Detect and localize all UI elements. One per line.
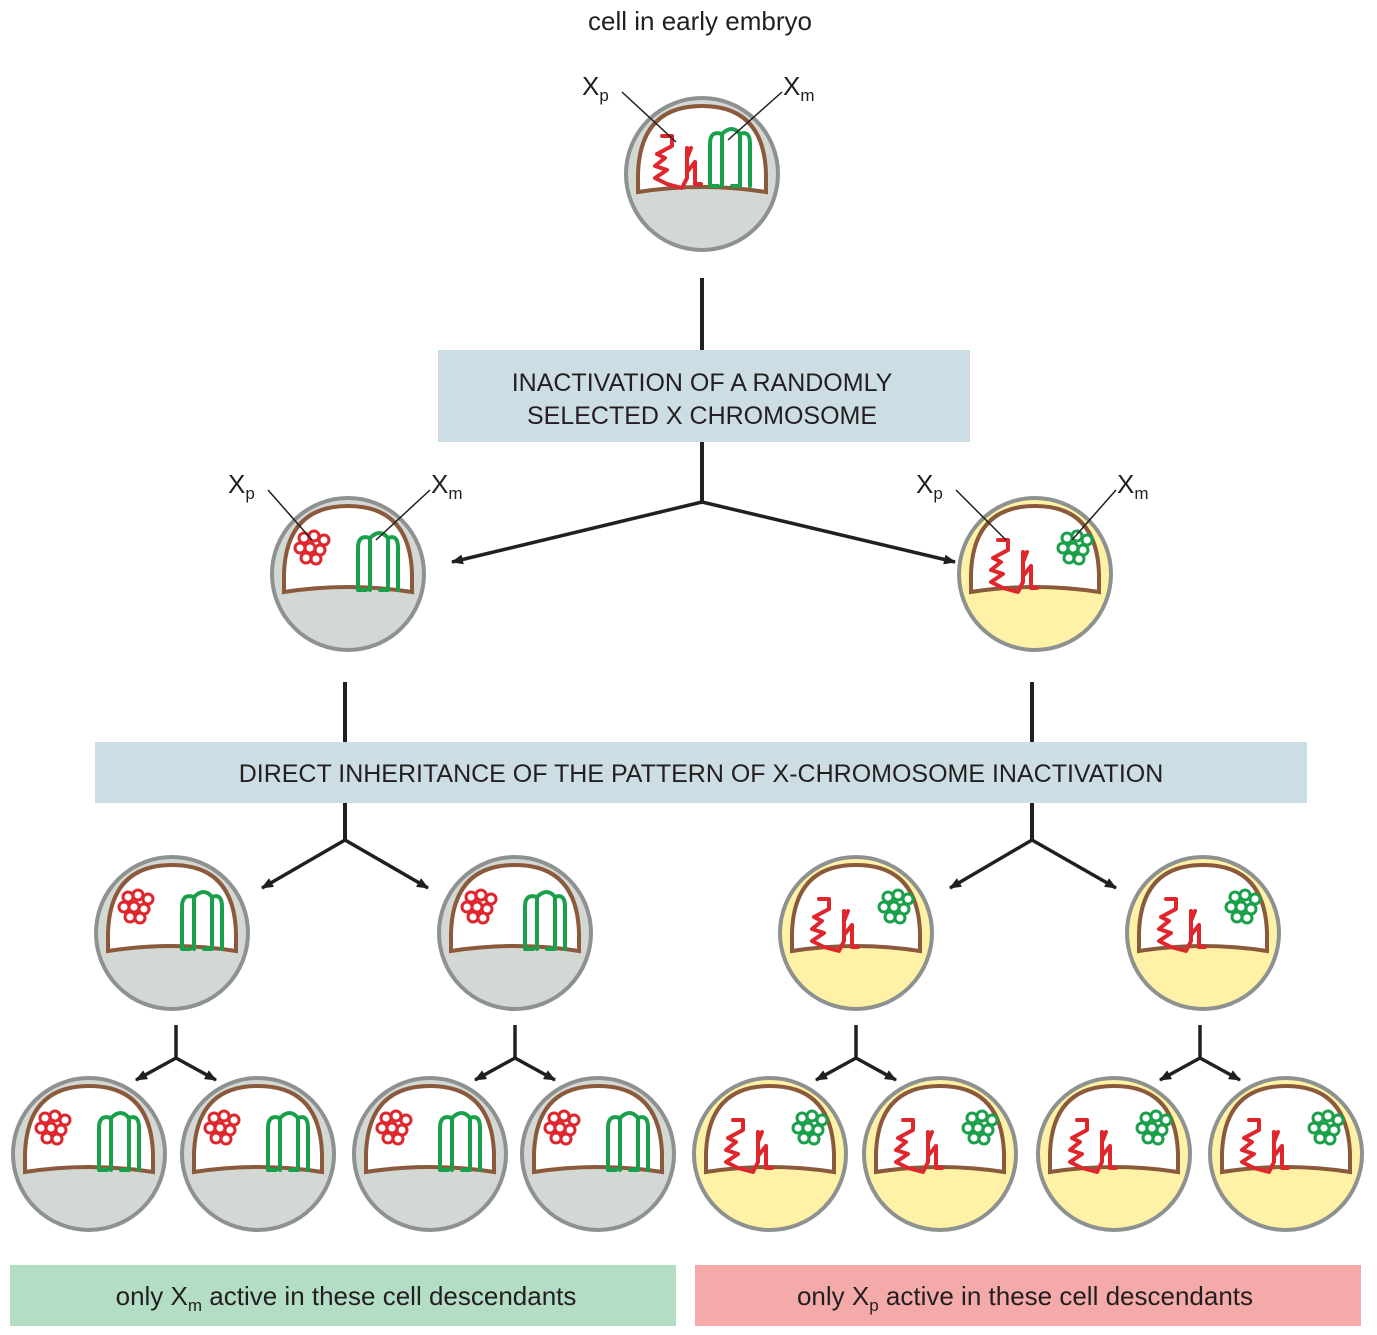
final-cell-yellow — [862, 1076, 1018, 1232]
xp-label: Xp — [228, 469, 255, 503]
svg-text:INACTIVATION OF A RANDOMLY: INACTIVATION OF A RANDOMLY — [512, 369, 893, 397]
svg-text:SELECTED X CHROMOSOME: SELECTED X CHROMOSOME — [527, 402, 877, 430]
diagram-title: cell in early embryo — [588, 6, 812, 36]
svg-text:Xm: Xm — [431, 469, 463, 503]
xm-label: Xm — [783, 71, 815, 105]
footer-xm-active: only Xm active in these cell descendants — [10, 1265, 676, 1326]
svg-text:DIRECT INHERITANCE OF THE PATT: DIRECT INHERITANCE OF THE PATTERN OF X-C… — [239, 760, 1164, 788]
xp-label: Xp — [916, 469, 943, 503]
svg-text:Xp: Xp — [916, 469, 943, 503]
final-cell-gray — [352, 1076, 508, 1232]
final-cell-yellow — [1208, 1076, 1364, 1232]
cell-xp-inactive — [270, 496, 426, 652]
cell-xm-inactive — [957, 496, 1113, 652]
svg-text:Xp: Xp — [228, 469, 255, 503]
svg-text:Xp: Xp — [582, 71, 609, 105]
embryo-cell — [624, 96, 780, 252]
svg-text:Xm: Xm — [1117, 469, 1149, 503]
svg-text:Xm: Xm — [783, 71, 815, 105]
svg-text:only Xm active in these cell d: only Xm active in these cell descendants — [116, 1281, 577, 1315]
final-cell-gray — [180, 1076, 336, 1232]
xm-label: Xm — [1117, 469, 1149, 503]
inactivation-step-box: INACTIVATION OF A RANDOMLY SELECTED X CH… — [438, 350, 970, 442]
final-cell-gray — [520, 1076, 676, 1232]
xm-label: Xm — [431, 469, 463, 503]
final-cell-gray — [11, 1076, 167, 1232]
descendant-cell-gray — [94, 855, 250, 1011]
descendant-cell-gray — [437, 855, 593, 1011]
descendant-cell-yellow — [778, 855, 934, 1011]
descendant-cell-yellow — [1125, 855, 1281, 1011]
final-cell-yellow — [1036, 1076, 1192, 1232]
footer-xp-active: only Xp active in these cell descendants — [695, 1265, 1361, 1326]
svg-text:only Xp active in these cell d: only Xp active in these cell descendants — [797, 1281, 1253, 1315]
final-cell-yellow — [692, 1076, 848, 1232]
xp-label: Xp — [582, 71, 609, 105]
inheritance-step-box: DIRECT INHERITANCE OF THE PATTERN OF X-C… — [95, 742, 1307, 803]
